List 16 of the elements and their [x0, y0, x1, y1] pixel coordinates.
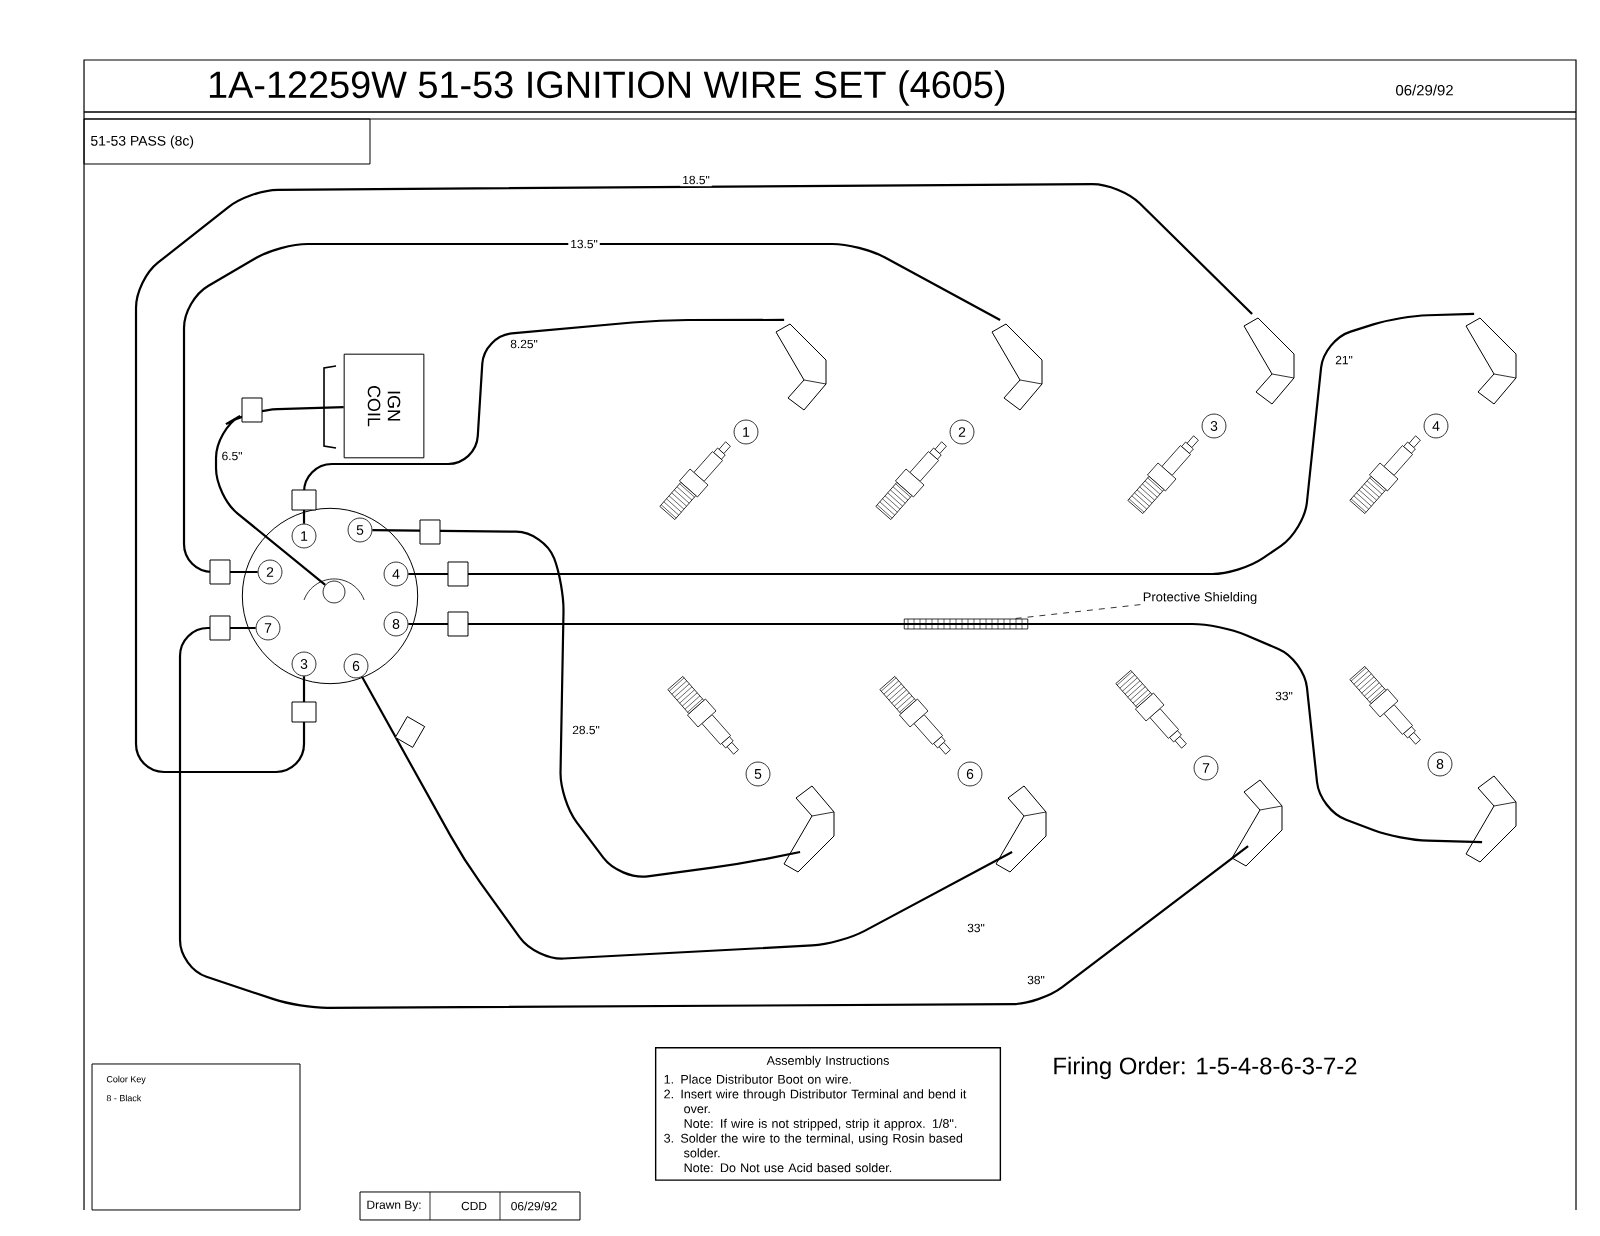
ignition-wire	[182, 242, 1001, 574]
leader-line	[1014, 604, 1141, 619]
ignition-wire	[302, 318, 785, 524]
ignition-wire	[361, 676, 1013, 960]
ignition-wire	[214, 406, 344, 586]
ignition-wire	[372, 529, 801, 878]
ignition-wire	[408, 312, 1475, 576]
center-terminal	[303, 578, 365, 604]
ignition-wire	[408, 622, 1483, 844]
ignition-wire	[178, 626, 1249, 1009]
firing-order: Firing Order: 1-5-4-8-6-3-7-2	[1054, 1056, 1357, 1080]
ignition-wire	[134, 183, 1253, 774]
title: 1A-12259W 51-53 IGNITION WIRE SET (4605)	[209, 70, 1005, 106]
shielding-sleeve	[903, 618, 1029, 630]
distributor-cap	[241, 507, 419, 685]
coil-box: IGN COIL	[323, 353, 425, 459]
